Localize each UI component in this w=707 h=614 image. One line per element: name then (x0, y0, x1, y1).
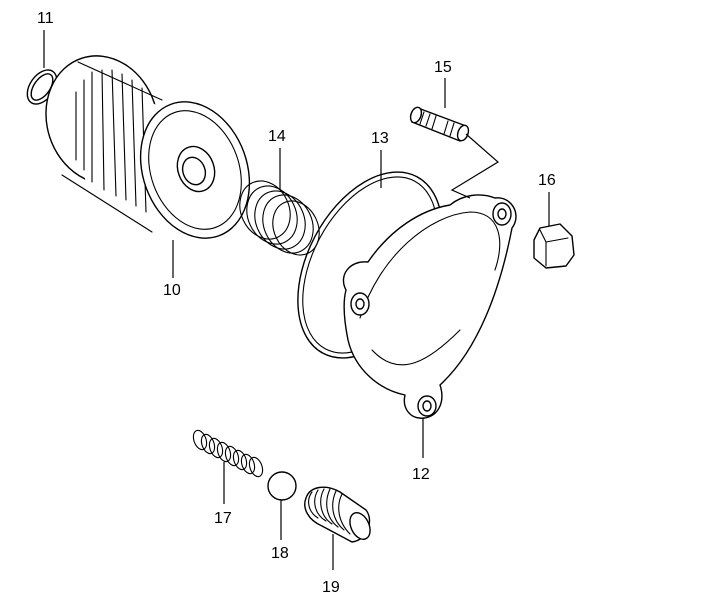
part-label-11: 11 (37, 10, 54, 27)
part-label-16: 16 (538, 172, 556, 189)
plug-part (304, 486, 371, 543)
cap-nut-part (533, 223, 575, 269)
stud-part (409, 106, 470, 142)
part-label-17: 17 (214, 510, 232, 527)
cover-part (342, 194, 517, 419)
relief-spring-part (192, 429, 264, 478)
stud-assembly-line (450, 133, 500, 199)
oil-filter-part (45, 55, 251, 239)
part-label-10: 10 (163, 282, 181, 299)
part-label-12: 12 (412, 466, 430, 483)
part-label-14: 14 (268, 128, 286, 145)
part-label-15: 15 (434, 59, 452, 76)
part-label-19: 19 (322, 579, 340, 596)
part-label-18: 18 (271, 545, 289, 562)
part-label-13: 13 (371, 130, 389, 147)
ball-part (267, 471, 297, 501)
